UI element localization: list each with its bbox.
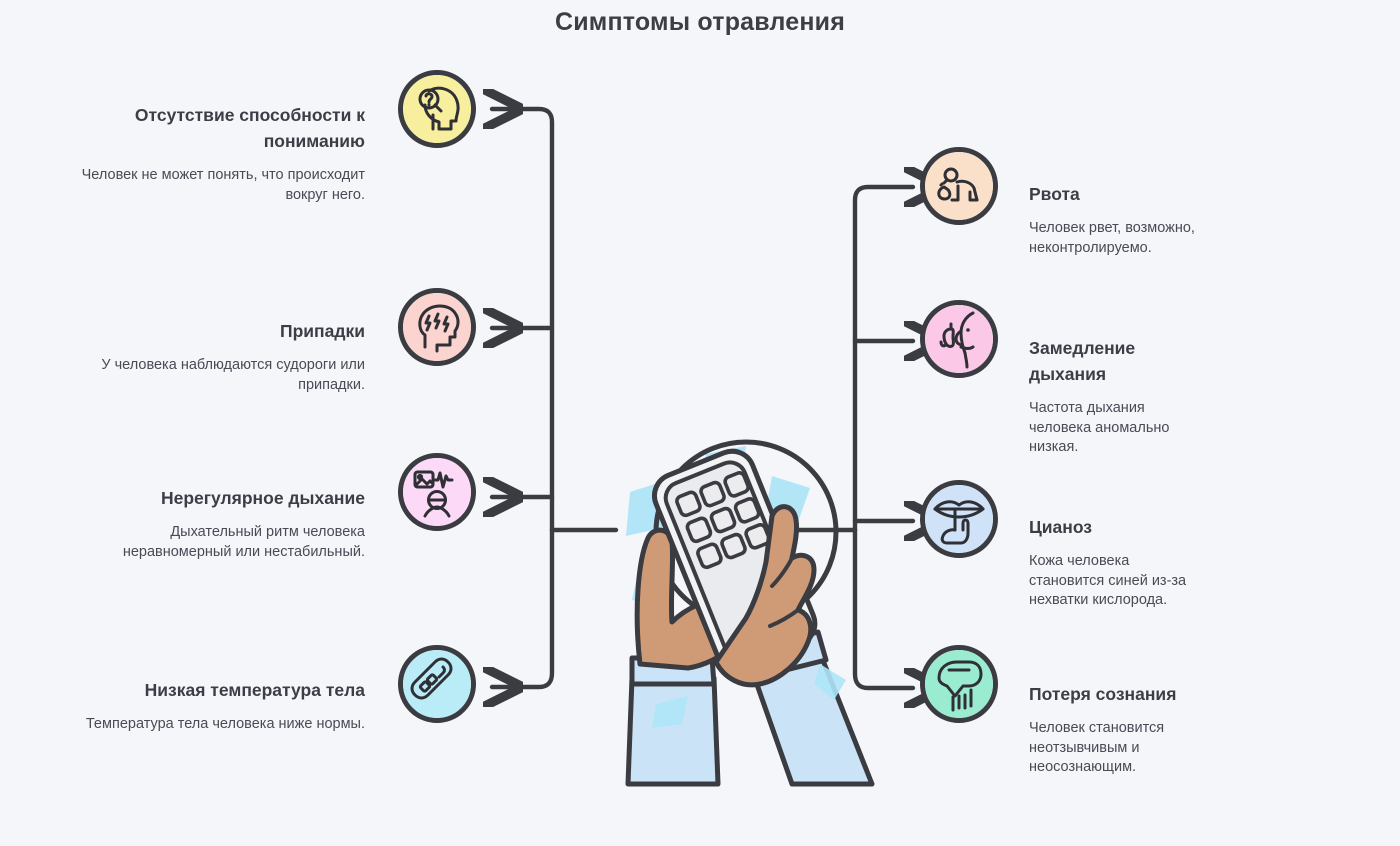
right-item-3-text: Потеря сознания Человек становится неотз… (1029, 681, 1197, 778)
head-lightning-seizure-icon[interactable] (398, 288, 476, 366)
right-item-1-heading: Замедление дыхания (1029, 338, 1136, 384)
blue-lips-cyanosis-icon[interactable] (920, 480, 998, 558)
left-item-3-heading: Низкая температура тела (144, 680, 365, 700)
thermometer-icon[interactable] (398, 645, 476, 723)
center-illustration (596, 432, 896, 812)
right-item-3-heading: Потеря сознания (1029, 684, 1177, 704)
left-item-2-body: Дыхательный ритм человека неравномерный … (122, 524, 365, 560)
right-item-0-heading: Рвота (1029, 184, 1080, 204)
left-item-0-text: Отсутствие способности к пониманию Челов… (60, 102, 365, 205)
breathing-face-lungs-icon[interactable] (920, 300, 998, 378)
right-item-0-text: Рвота Человек рвет, возможно, неконтроли… (1029, 181, 1197, 258)
left-item-1-heading: Припадки (280, 321, 365, 341)
left-item-2-heading: Нерегулярное дыхание (160, 488, 365, 508)
left-item-0-heading: Отсутствие способности к пониманию (134, 105, 365, 151)
right-item-0-body: Человек рвет, возможно, неконтролируемо. (1029, 220, 1195, 256)
right-item-2-body: Кожа человека становится синей из-за нех… (1029, 553, 1187, 608)
right-item-2-heading: Цианоз (1029, 517, 1093, 537)
right-item-2-text: Цианоз Кожа человека становится синей из… (1029, 514, 1197, 611)
person-vomiting-icon[interactable] (920, 147, 998, 225)
left-item-2-text: Нерегулярное дыхание Дыхательный ритм че… (60, 485, 365, 562)
right-item-1-text: Замедление дыхания Частота дыхания челов… (1029, 335, 1197, 458)
unconscious-person-icon[interactable] (920, 645, 998, 723)
left-item-1-text: Припадки У человека наблюдаются судороги… (60, 318, 365, 395)
right-item-3-body: Человек становится неотзывчивым и неосоз… (1029, 720, 1165, 775)
right-item-1-body: Частота дыхания человека аномально низка… (1029, 400, 1170, 455)
left-item-3-body: Температура тела человека ниже нормы. (85, 716, 365, 732)
left-item-3-text: Низкая температура тела Температура тела… (60, 677, 365, 735)
left-item-1-body: У человека наблюдаются судороги или прип… (101, 357, 365, 393)
page-title: Симптомы отравления (554, 8, 846, 36)
monitor-waveform-face-icon[interactable] (398, 453, 476, 531)
left-item-0-body: Человек не может понять, что происходит … (81, 167, 365, 203)
head-question-mark-icon[interactable] (398, 70, 476, 148)
